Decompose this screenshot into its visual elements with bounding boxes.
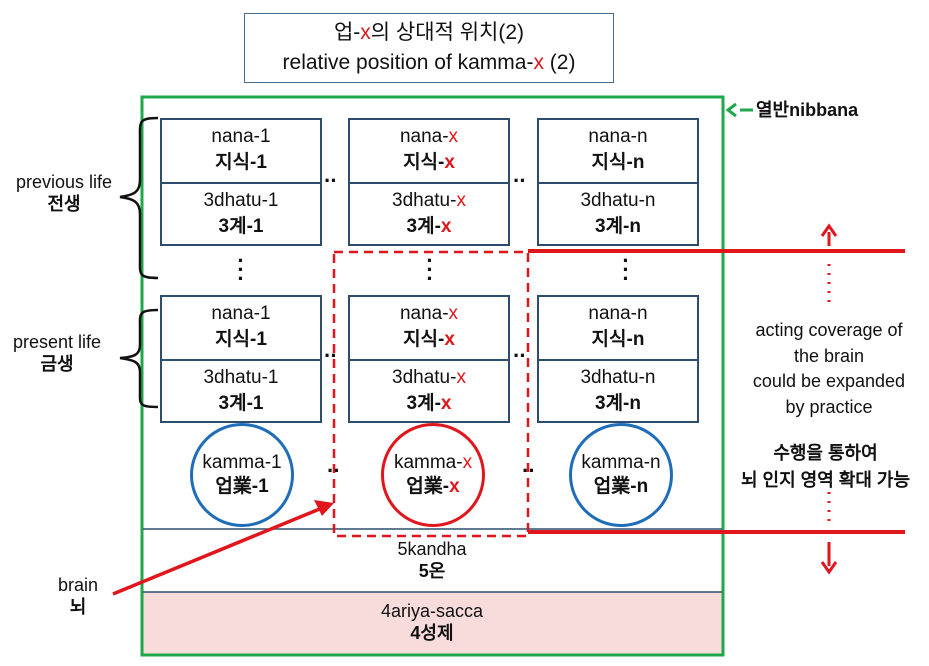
h-ellipsis: ·· <box>327 458 341 483</box>
previous-life-en: previous life <box>15 172 113 192</box>
present-life-brace <box>119 308 159 409</box>
nibbana-arrow-head <box>725 102 737 118</box>
v-ellipsis: ··· <box>426 248 434 291</box>
h-ellipsis: ·· <box>324 168 338 193</box>
v-ellipsis: ··· <box>237 248 245 291</box>
coverage-explanation-en: acting coverage of the brain could be ex… <box>752 320 906 417</box>
previous-life-ko: 전생 <box>47 194 81 214</box>
nibbana-label: 열반nibbana <box>756 100 859 120</box>
brain-arrow-head <box>314 500 334 516</box>
coverage-explanation-ko: 수행을 통하여 뇌 인지 영역 확대 가능 <box>740 443 911 490</box>
diagram-title: 업-x의 상대적 위치(2) relative position of kamm… <box>244 13 614 83</box>
h-ellipsis: ·· <box>513 343 527 368</box>
nibbana-frame <box>140 95 725 657</box>
brain-arrow-line <box>112 506 323 596</box>
h-ellipsis: ·· <box>522 458 536 483</box>
previous-life-label: previous life 전생 <box>4 171 124 215</box>
expand-down-arrow-head <box>820 561 838 575</box>
present-life-label: present life 금생 <box>0 331 114 375</box>
v-ellipsis: ··· <box>622 248 630 291</box>
kamma-x-dashed-box <box>332 250 530 538</box>
previous-life-brace <box>119 116 159 280</box>
h-ellipsis: ·· <box>324 343 338 368</box>
h-ellipsis: ·· <box>513 168 527 193</box>
sacca-band <box>143 592 722 654</box>
title-english: relative position of kamma-x (2) <box>282 51 576 74</box>
expand-up-arrow-head <box>820 223 838 237</box>
present-life-en: present life <box>12 332 102 352</box>
title-korean: 업-x의 상대적 위치(2) <box>333 21 525 44</box>
present-life-ko: 금생 <box>40 354 74 374</box>
